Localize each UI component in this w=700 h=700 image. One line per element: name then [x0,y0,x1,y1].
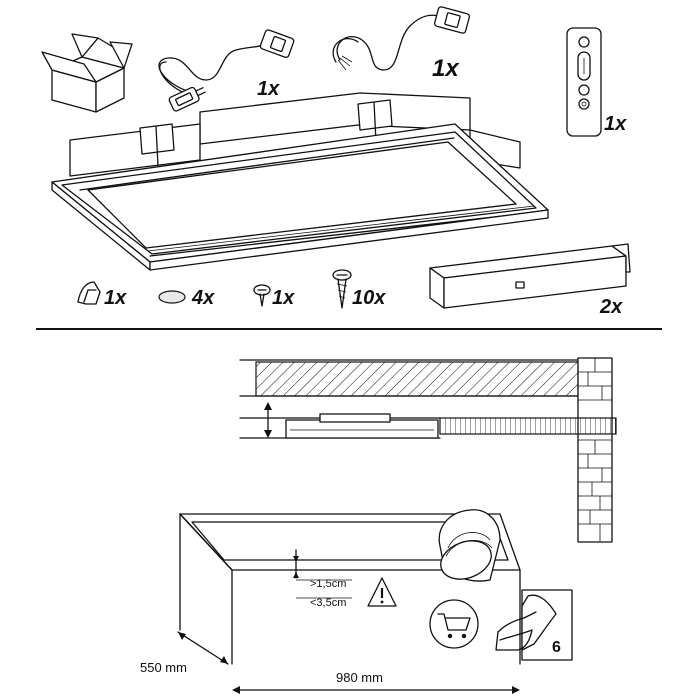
plug-cable-large-quantity: 1x [432,55,460,82]
depth-dimension-label: 550 mm [140,660,187,675]
clip-icon [77,281,101,305]
manual-page-number: 6 [552,639,561,656]
ceiling-section-diagram [239,357,617,543]
cardboard-box-icon [41,33,133,113]
remote-quantity: 1x [604,113,627,135]
remote-control-icon [566,27,602,137]
manual-page-icon [495,589,573,661]
screw-small-quantity: 1x [272,287,295,309]
disc-quantity: 4x [191,287,215,309]
width-dimension-label: 980 mm [336,670,383,685]
screw-large-quantity: 10x [352,287,386,309]
mounting-bracket-icon [429,243,631,309]
bracket-quantity: 2x [599,296,623,318]
cutout-diagram [177,509,521,694]
brick-wall-icon [577,357,613,543]
power-cable-plug-icon [158,29,295,112]
disc-icon [158,290,186,304]
clip-quantity: 1x [104,287,127,309]
warning-icon [367,577,397,607]
power-cable-connector-icon [332,6,471,71]
gap-max-label: <3,5cm [310,597,346,609]
screw-small-icon [253,284,271,307]
gap-min-label: >1,5cm [310,578,346,590]
ceiling-hood-unit-icon [51,92,549,271]
duct-icon [438,509,501,582]
plug-cable-small-quantity: 1x [257,78,280,100]
screw-large-icon [332,269,352,309]
shopping-cart-icon [429,599,479,649]
